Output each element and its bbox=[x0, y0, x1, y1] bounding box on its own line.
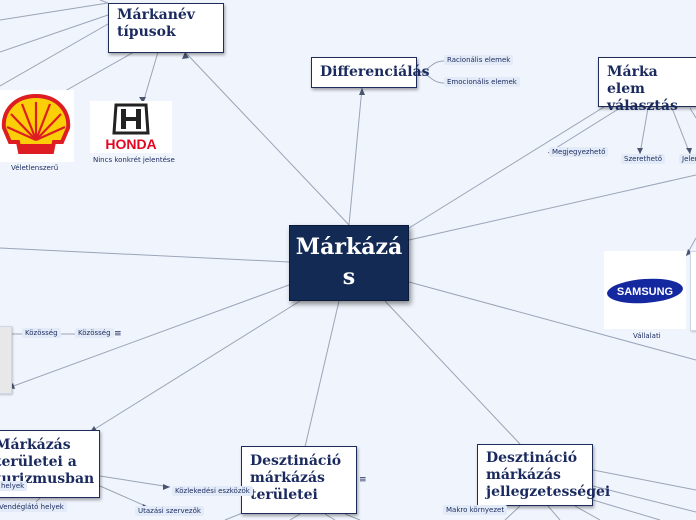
topic-label: Differenciálás bbox=[320, 64, 430, 80]
honda-logo-icon: HONDA bbox=[105, 103, 157, 152]
topic-destinacio-markazas-jellegzetessegei[interactable]: Desztináció márkázás jellegzetességei bbox=[477, 444, 610, 506]
leaf-megjegyezheto[interactable]: Megjegyezhető bbox=[549, 147, 609, 157]
topic-destinacio-markazas-teruletei[interactable]: Desztináció márkázás területei bbox=[241, 446, 357, 514]
central-topic-label: Márkázás bbox=[295, 234, 403, 290]
topic-label: Desztináció márkázás területei bbox=[250, 453, 342, 503]
leaf-label: Makro környezet bbox=[443, 505, 508, 515]
leaf-label: Közösség bbox=[22, 328, 61, 338]
leaf-kozosseg[interactable]: Közösség bbox=[22, 328, 61, 338]
topic-label: Márka elem választás bbox=[607, 64, 678, 114]
samsung-logo-icon: SAMSUNG bbox=[607, 278, 683, 304]
image-card-partial[interactable] bbox=[0, 326, 12, 394]
shell-logo-icon bbox=[1, 93, 71, 154]
shell-logo-image[interactable] bbox=[0, 90, 74, 162]
leaf-emocionalis-elemek[interactable]: Emocionális elemek bbox=[444, 77, 520, 87]
topic-markanev-tipusok[interactable]: Márkanév típusok bbox=[108, 3, 224, 53]
leaf-jelentes[interactable]: Jelentés bbox=[679, 154, 696, 164]
shell-caption: Véletlenszerű bbox=[11, 164, 59, 172]
leaf-helyek[interactable]: helyek bbox=[0, 481, 28, 491]
leaf-label: Jelentés bbox=[679, 154, 696, 164]
leaf-label: Közlekedési eszközök bbox=[172, 486, 253, 496]
central-topic[interactable]: Márkázás bbox=[289, 225, 409, 301]
leaf-utazasi-szervezok[interactable]: Utazási szervezők bbox=[135, 506, 204, 516]
image-card-partial[interactable] bbox=[690, 251, 696, 331]
leaf-label: Utazási szervezők bbox=[135, 506, 204, 516]
samsung-caption: Vállalati bbox=[633, 332, 661, 340]
leaf-label: Közösség bbox=[75, 328, 114, 338]
leaf-label: Szerethető bbox=[621, 154, 665, 164]
more-icon[interactable]: ≡ bbox=[114, 329, 122, 339]
leaf-label: Racionális elemek bbox=[444, 55, 514, 65]
topic-label: Márkanév típusok bbox=[117, 7, 195, 40]
leaf-kozlekedesi-eszkozok[interactable]: Közlekedési eszközök bbox=[172, 486, 253, 496]
samsung-logo-text: SAMSUNG bbox=[617, 286, 673, 298]
leaf-label: Emocionális elemek bbox=[444, 77, 520, 87]
samsung-logo-image[interactable]: SAMSUNG bbox=[604, 251, 686, 329]
leaf-vendeglato-helyek[interactable]: Vendéglátó helyek bbox=[0, 502, 67, 512]
topic-label: Márkázás területei a turizmusban bbox=[0, 437, 95, 487]
honda-logo-image[interactable]: HONDA bbox=[90, 101, 172, 153]
topic-label: Desztináció márkázás jellegzetességei bbox=[486, 450, 611, 500]
leaf-makro-kornyezet[interactable]: Makro környezet bbox=[443, 505, 508, 515]
leaf-kozosseg[interactable]: Közösség bbox=[75, 328, 114, 338]
leaf-label: helyek bbox=[0, 481, 28, 491]
honda-logo-text: HONDA bbox=[105, 136, 156, 152]
leaf-label: Vendéglátó helyek bbox=[0, 502, 67, 512]
topic-differencialas[interactable]: Differenciálás bbox=[311, 57, 430, 88]
more-icon[interactable]: ≡ bbox=[359, 475, 367, 485]
leaf-szeretheto[interactable]: Szerethető bbox=[621, 154, 665, 164]
topic-marka-elem-valasztas[interactable]: Márka elem választás bbox=[598, 57, 696, 114]
leaf-racionalis-elemek[interactable]: Racionális elemek bbox=[444, 55, 514, 65]
leaf-label: Megjegyezhető bbox=[549, 147, 609, 157]
honda-caption: Nincs konkrét jelentése bbox=[93, 156, 175, 164]
